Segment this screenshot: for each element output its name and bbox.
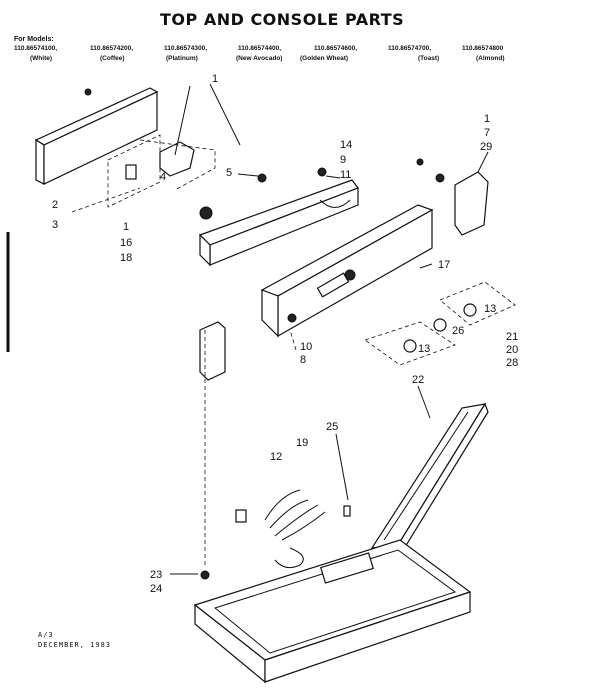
left-end-cap [199, 321, 226, 381]
model-color: (Golden Wheat) [300, 55, 349, 62]
callout-label: 13 [484, 303, 496, 315]
dryer-top-cover [193, 539, 472, 684]
callout-labels: 1 2 3 4 5 1 16 18 14 9 11 1 7 29 17 13 2… [52, 73, 518, 595]
model-number: 110.86574300, [164, 45, 208, 52]
console-panel [260, 204, 434, 338]
footer-note: A/3 DECEMBER, 1983 [38, 630, 111, 650]
callout-label: 17 [438, 259, 450, 271]
callout-label: 23 [150, 569, 162, 581]
model-number: 110.86574200, [90, 45, 134, 52]
model-color: (White) [30, 55, 53, 62]
model-number: 110.86574600, [314, 45, 358, 52]
console-bracket [198, 167, 359, 267]
leader-lines [71, 83, 489, 575]
callout-label: 21 [506, 331, 518, 343]
callout-label: 11 [340, 169, 351, 181]
model-number: 110.86574800 [462, 45, 504, 52]
callout-label: 29 [480, 141, 492, 153]
callout-label: 9 [340, 154, 346, 166]
callout-label: 25 [326, 421, 338, 433]
callout-label: 28 [506, 357, 518, 369]
callout-label: 14 [340, 139, 352, 151]
rear-top-panel [34, 87, 159, 185]
callout-label: 20 [506, 344, 518, 356]
callout-label: 1 [123, 221, 129, 233]
callout-label: 22 [412, 374, 424, 386]
callout-label: 10 [300, 341, 312, 353]
callout-label: 26 [452, 325, 464, 337]
callout-label: 1 [484, 113, 490, 125]
callout-label: 19 [296, 437, 308, 449]
model-number: 110.86574700, [388, 45, 432, 52]
callout-label: 13 [418, 343, 430, 355]
footer-code: A/3 [38, 631, 54, 639]
model-number: 110.86574100, [14, 45, 58, 52]
lint-door [370, 402, 489, 554]
for-models-label: For Models: [14, 36, 54, 43]
callout-label: 16 [120, 237, 132, 249]
callout-label: 1 [212, 73, 218, 85]
model-number: 110.86574400, [238, 45, 282, 52]
callout-label: 12 [270, 451, 282, 463]
control-knobs [364, 281, 516, 366]
model-color: (Coffee) [100, 55, 125, 62]
callout-label: 18 [120, 252, 132, 264]
callout-label: 7 [484, 127, 490, 139]
callout-label: 4 [160, 171, 166, 183]
diagram-title: TOP AND CONSOLE PARTS [160, 10, 405, 29]
callout-label: 5 [226, 167, 232, 179]
model-color: (New Avocado) [236, 55, 283, 62]
model-color: (Platinum) [166, 55, 198, 62]
model-color: (Toast) [418, 55, 440, 62]
model-color: (Almond) [476, 55, 505, 62]
callout-label: 3 [52, 219, 58, 231]
footer-date: DECEMBER, 1983 [38, 641, 112, 649]
callout-label: 2 [52, 199, 58, 211]
callout-label: 24 [150, 583, 162, 595]
callout-label: 8 [300, 354, 306, 366]
